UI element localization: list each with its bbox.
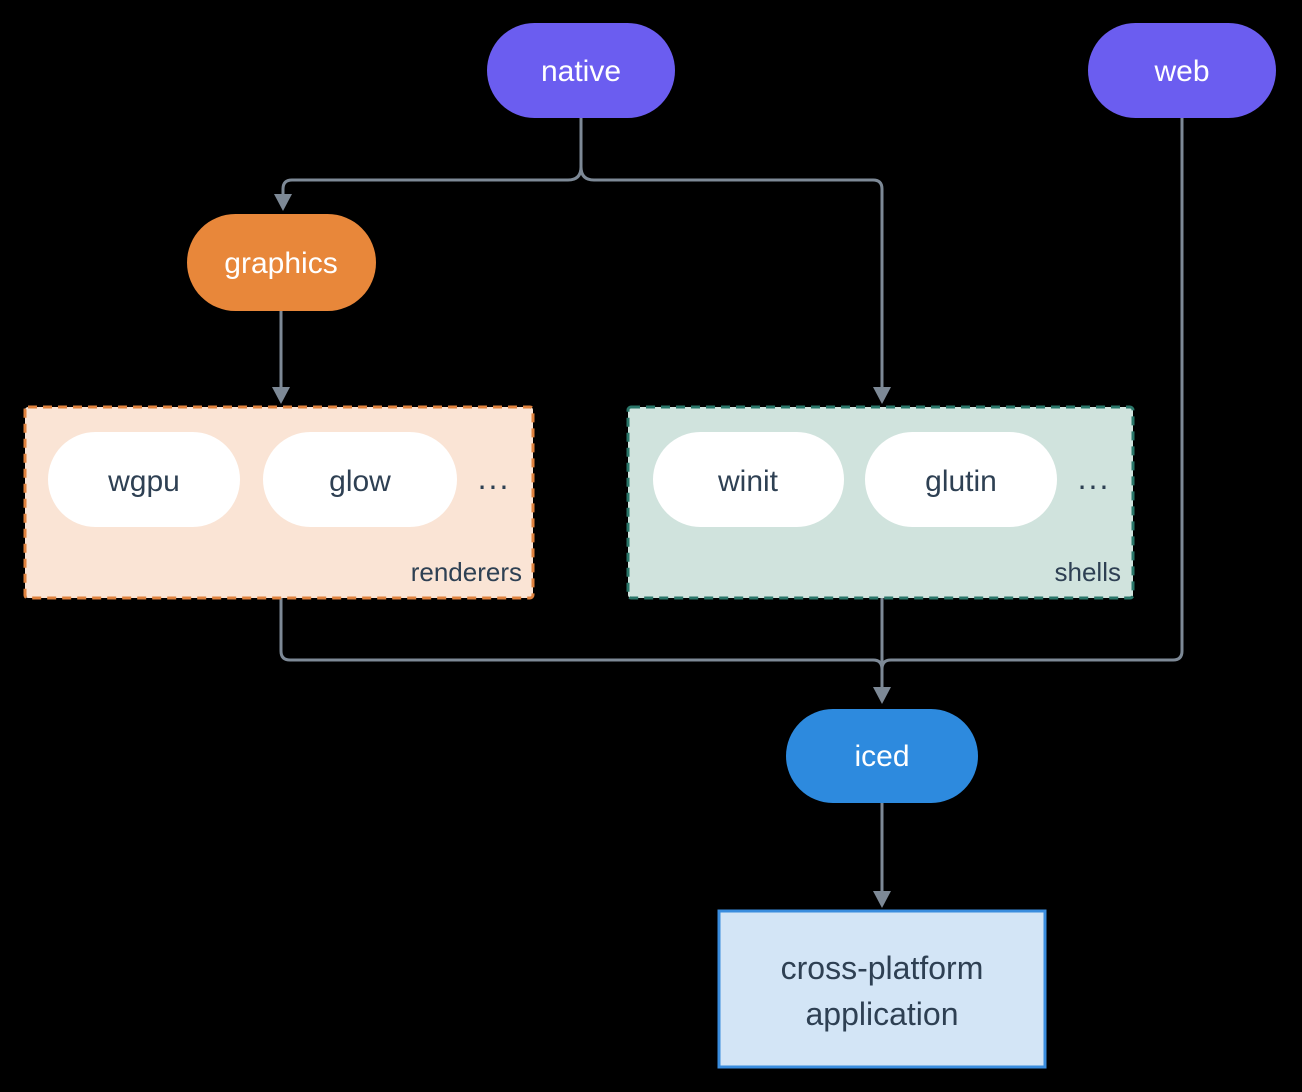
edge-native-to-shells [579,118,884,387]
node-wgpu [48,432,240,527]
node-glow [263,432,457,527]
node-web [1088,23,1276,118]
node-graphics [187,214,376,311]
arrowhead-into-graphics [274,194,292,211]
node-app-label-line1: cross-platform [781,950,984,986]
node-glow-label: glow [329,465,391,498]
iced-node: iced [786,709,978,803]
node-winit-label: winit [717,465,779,498]
node-app-label-line2: application [806,996,959,1032]
node-web-label: web [1153,55,1209,88]
arrowhead-into-shells [873,387,891,404]
node-wgpu-label: wgpu [107,465,180,498]
top-nodes: native web graphics [187,23,1276,311]
group-renderers: wgpu glow ... renderers [23,405,535,600]
shells-ellipsis: ... [1078,460,1111,496]
group-shells: winit glutin ... shells [626,405,1135,600]
node-glutin-label: glutin [925,465,997,498]
renderers-ellipsis: ... [478,460,511,496]
shells-group-label: shells [1055,557,1121,587]
node-native-label: native [541,55,621,88]
arrowhead-into-renderers [272,387,290,404]
arrowhead-into-app [873,891,891,908]
arrowhead-into-iced [873,687,891,704]
node-app-box [717,909,1047,1069]
node-native [487,23,675,118]
node-winit [653,432,844,527]
renderers-group-label: renderers [411,557,522,587]
node-glutin [865,432,1057,527]
application-node: cross-platform application [717,909,1047,1069]
node-iced [786,709,978,803]
node-graphics-label: graphics [224,247,337,280]
edges [272,118,1184,908]
node-iced-label: iced [854,740,909,773]
